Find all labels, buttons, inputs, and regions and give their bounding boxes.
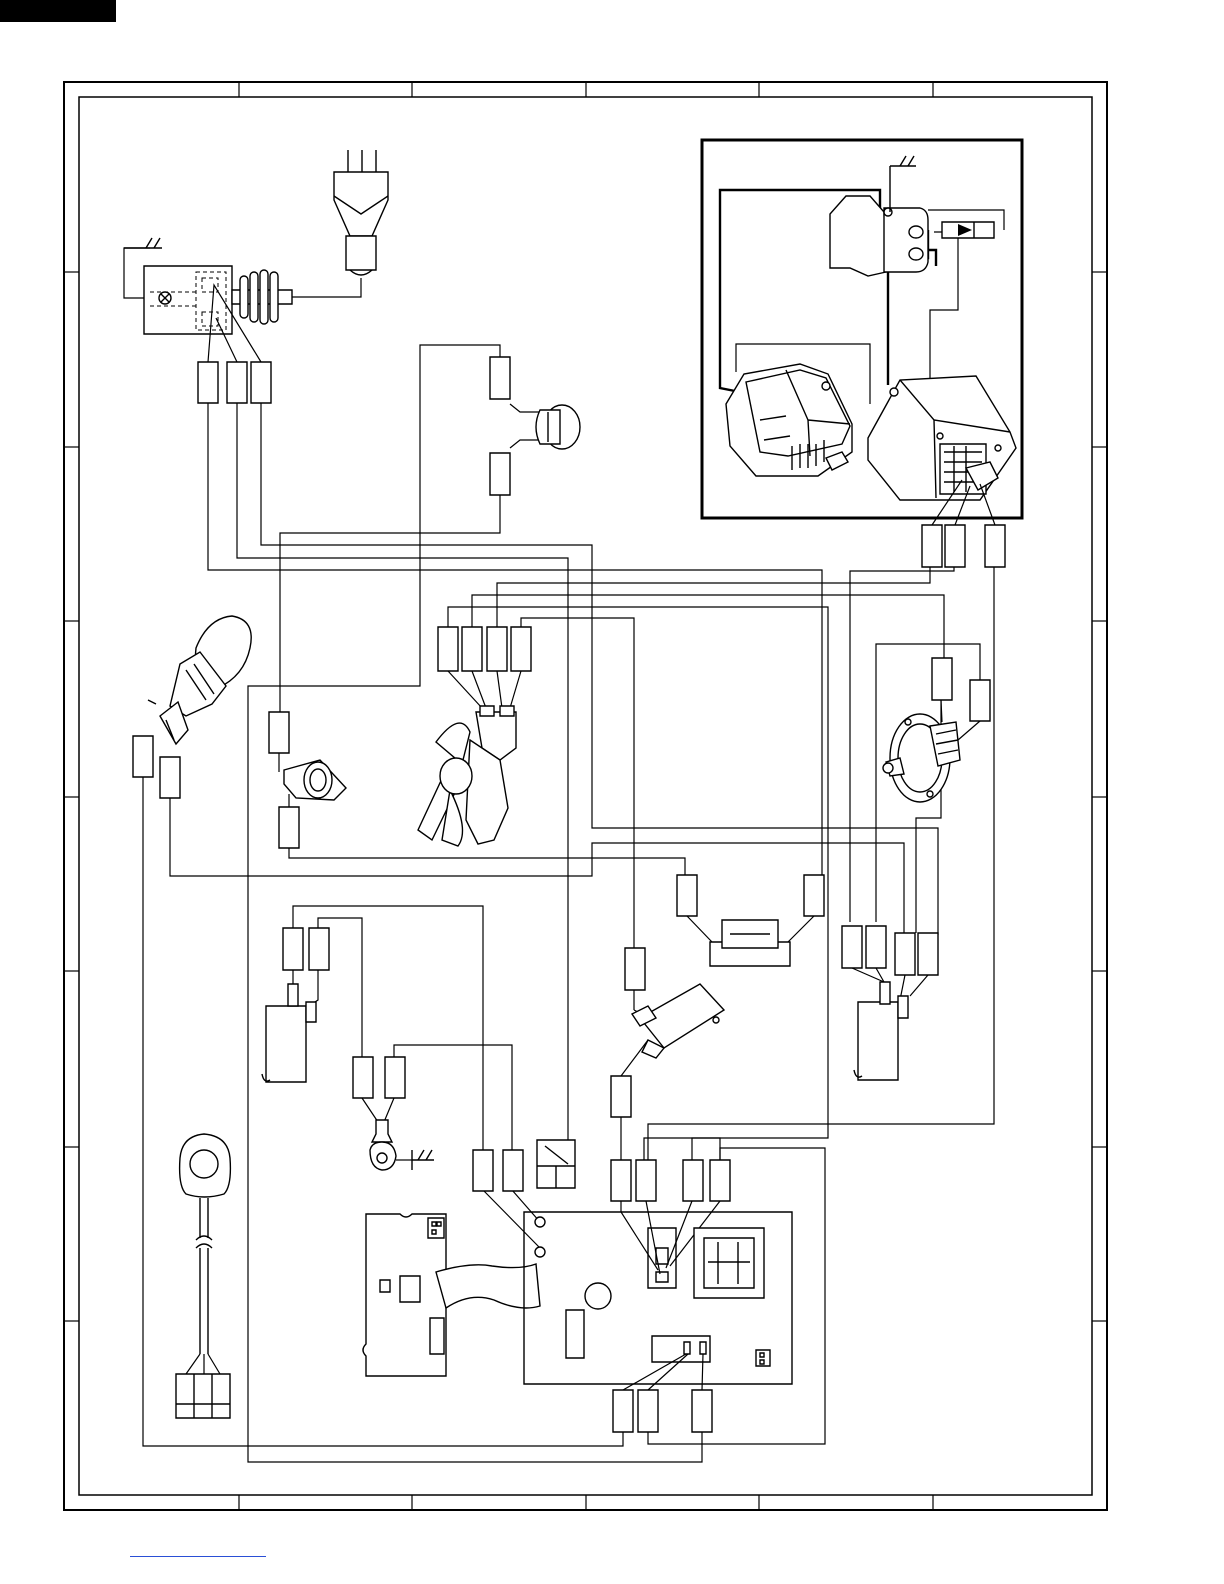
magnetron-icon [726, 364, 852, 476]
turntable-motor-icon [883, 700, 980, 802]
noise-filter-icon [124, 238, 292, 362]
ground-symbol-icon [412, 1150, 434, 1170]
fan-motor-icon [418, 671, 521, 846]
thermal-cutout-icon [279, 753, 346, 807]
transformer-icon [868, 376, 1016, 500]
relay-icon [537, 1140, 575, 1188]
capacitor-icon [830, 156, 928, 276]
plug-icon [288, 150, 388, 297]
pcb-icon [524, 1201, 792, 1390]
ground-terminal-icon [362, 1098, 434, 1170]
thermal-cutout-icon [510, 404, 580, 449]
switch-icon [852, 968, 928, 1080]
switch-icon [262, 970, 318, 1082]
lamp-icon [148, 616, 251, 744]
diode-icon [942, 222, 994, 238]
ground-symbol-icon [890, 156, 916, 166]
control-panel-icon [363, 1214, 540, 1376]
high-voltage-section [702, 140, 1022, 525]
switch-icon [687, 916, 814, 966]
footer-link-underline[interactable] [130, 1556, 266, 1557]
sensor-icon [176, 1134, 230, 1418]
switch-icon [621, 984, 724, 1076]
wire-harness [143, 345, 994, 1462]
ground-symbol-icon [124, 238, 162, 248]
